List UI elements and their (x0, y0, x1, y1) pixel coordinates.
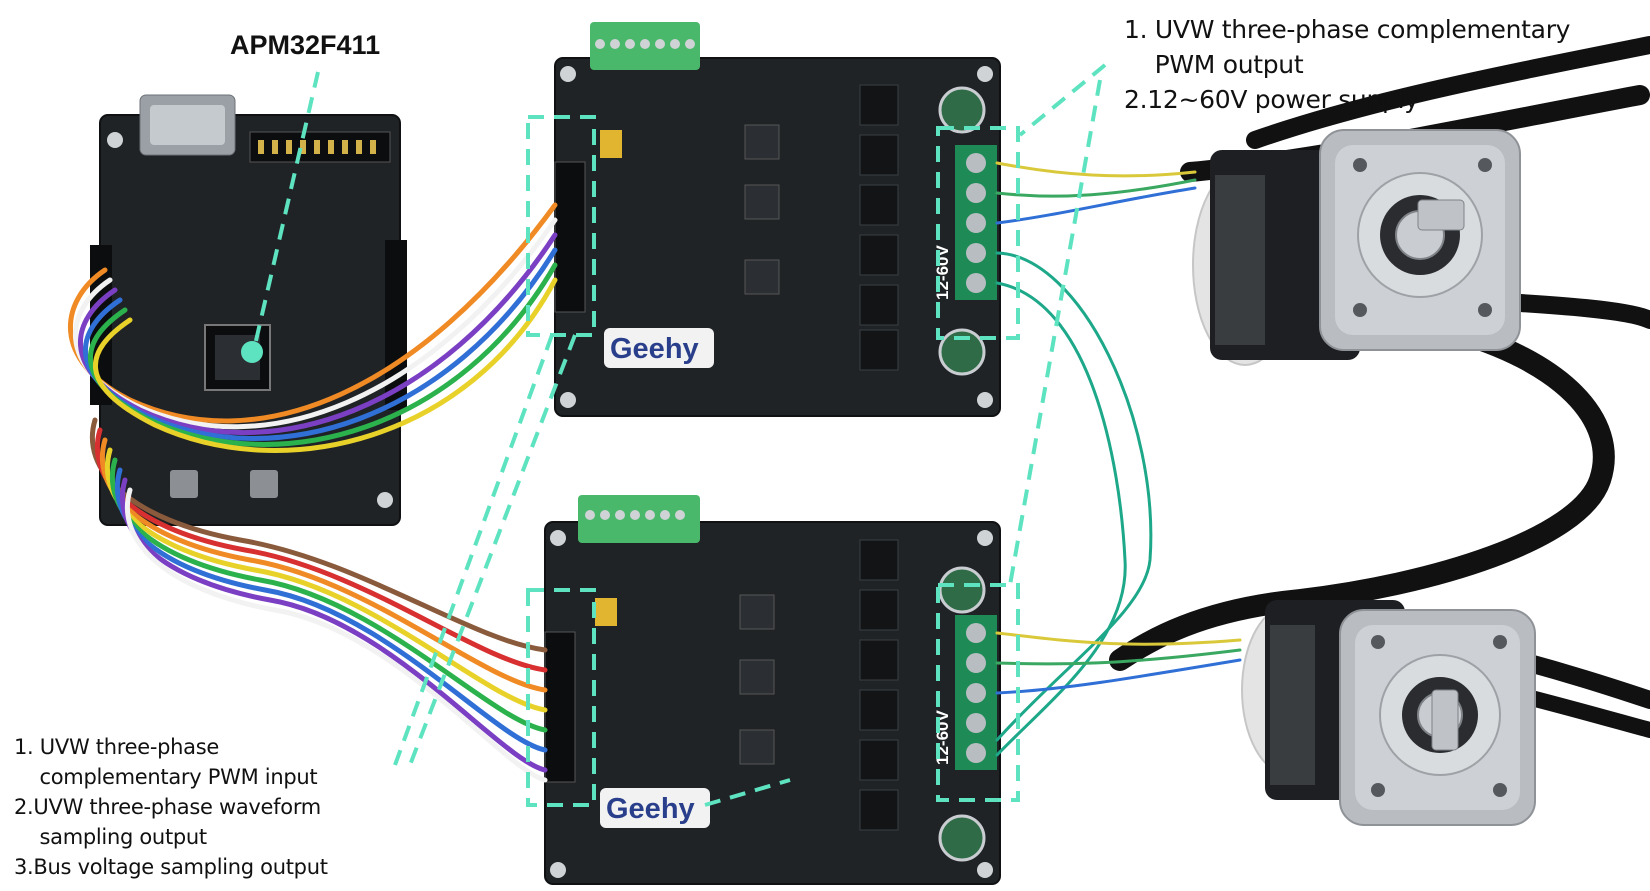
callout-box-input-bottom (526, 588, 596, 807)
annotation-line: PWM output (1124, 50, 1304, 79)
callout-box-input-top (526, 115, 596, 337)
callout-box-output-bottom (936, 583, 1020, 802)
stepper-motor-top (1192, 129, 1521, 366)
annotation-input-sampling: 1. UVW three-phase complementary PWM inp… (14, 732, 328, 882)
callout-line-output-link (1008, 79, 1102, 586)
annotation-line: 1. UVW three-phase (14, 735, 219, 759)
stepper-motor-bottom (1241, 600, 1536, 826)
voltage-label-bottom: 12-60V (933, 710, 952, 765)
driver-board-top: Geehy 12-60V (554, 22, 1001, 417)
callout-line-brand (704, 778, 791, 807)
mcu-board-label: APM32F411 (230, 30, 381, 60)
driver-board-bottom: Geehy 12-60V (544, 495, 1001, 885)
brand-logo-bottom: Geehy (606, 793, 695, 825)
callout-dot-mcu (241, 341, 263, 363)
annotation-line: complementary PWM input (14, 765, 318, 789)
annotation-line: 2.12~60V power supply (1124, 85, 1419, 114)
annotation-line: sampling output (14, 825, 208, 849)
callout-box-output-top (936, 126, 1020, 340)
callout-overlays (253, 63, 1107, 807)
brand-logo-top: Geehy (610, 333, 699, 365)
voltage-label-top: 12-60V (933, 245, 952, 300)
ribbon-cables (67, 202, 558, 783)
callout-line-mcu (253, 71, 320, 346)
annotation-output-power: 1. UVW three-phase complementary PWM out… (1124, 12, 1570, 117)
annotation-line: 1. UVW three-phase complementary (1124, 15, 1571, 44)
annotation-line: 2.UVW three-phase waveform (14, 795, 321, 819)
mcu-board (90, 94, 407, 526)
callout-line-output-top (1018, 63, 1107, 137)
annotation-line: 3.Bus voltage sampling output (14, 855, 328, 879)
